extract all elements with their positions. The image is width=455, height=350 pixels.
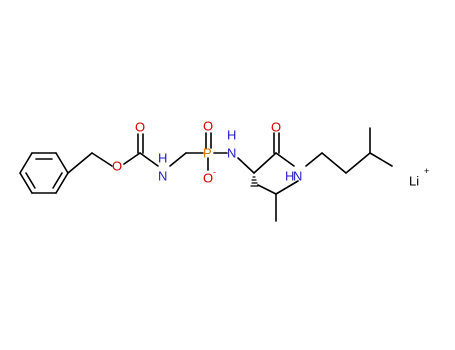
counterion-symbol: Li bbox=[409, 174, 419, 189]
atom-labels: O O N H P O O - N H O N H bbox=[112, 119, 302, 186]
charge-o-phosphonate: - bbox=[213, 167, 216, 177]
bond bbox=[169, 152, 187, 167]
atom-o-carbonyl: O bbox=[135, 120, 145, 135]
atom-n-amide: N bbox=[293, 169, 302, 184]
bond bbox=[67, 152, 93, 174]
atom-p: P bbox=[203, 146, 212, 161]
bond bbox=[52, 172, 63, 189]
bond bbox=[19, 172, 33, 194]
bond bbox=[237, 157, 255, 174]
atom-o-phosphoryl: O bbox=[203, 119, 213, 134]
bond bbox=[275, 152, 295, 167]
bond bbox=[55, 152, 69, 174]
bond bbox=[275, 180, 299, 195]
atom-h-phosphonamide: H bbox=[227, 128, 236, 143]
atom-n-phosphonamide: N bbox=[227, 146, 236, 161]
atom-h-carbamate: H bbox=[158, 151, 167, 166]
bond bbox=[321, 152, 347, 174]
atom-o-phosphonate: O bbox=[203, 171, 213, 186]
bond bbox=[25, 172, 36, 189]
bond bbox=[305, 152, 323, 167]
bond bbox=[253, 152, 277, 174]
bond-lines bbox=[19, 127, 393, 222]
atom-h-amide: H bbox=[285, 169, 294, 184]
atom-o-amide: O bbox=[271, 120, 281, 135]
bond bbox=[257, 184, 277, 195]
bond bbox=[19, 152, 33, 174]
lithium-counterion: Li + bbox=[409, 166, 429, 189]
atom-n-carbamate: N bbox=[158, 169, 167, 184]
bond bbox=[139, 152, 159, 167]
bond bbox=[91, 152, 113, 167]
bond bbox=[55, 172, 69, 194]
bond bbox=[345, 152, 371, 174]
atom-o-ester: O bbox=[112, 159, 122, 174]
bond bbox=[369, 152, 393, 167]
stereo-hashed-wedge bbox=[250, 176, 259, 187]
counterion-charge: + bbox=[424, 166, 429, 176]
bond bbox=[123, 152, 141, 165]
